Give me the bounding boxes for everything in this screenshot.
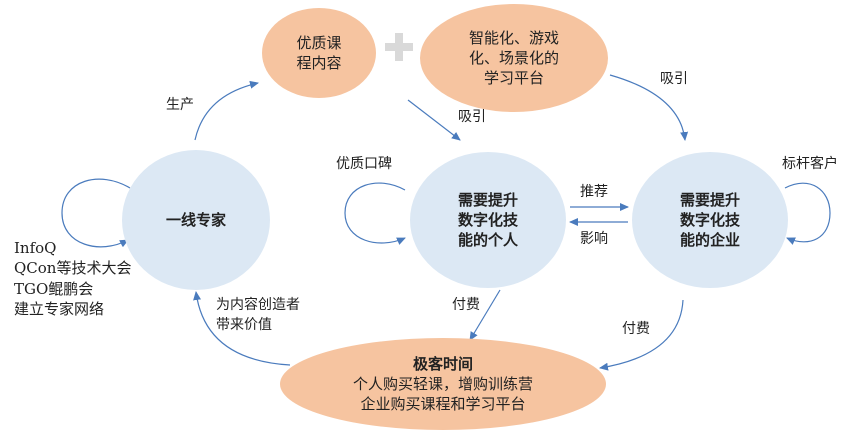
label-value: 为内容创造者 带来价值 (216, 297, 300, 333)
node-geek-time: 极客时间 个人购买轻课，增购训练营 企业购买课程和学习平台 (280, 338, 606, 430)
label-attract-right: 吸引 (660, 71, 688, 87)
label-events: InfoQ QCon等技术大会 TGO鲲鹏会 建立专家网络 (14, 239, 132, 318)
node-geek-time-title: 极客时间 (412, 354, 473, 373)
label-attract-left: 吸引 (458, 109, 486, 125)
label-pay-left: 付费 (452, 297, 480, 313)
arrow-value (193, 291, 291, 366)
node-platform-text: 智能化、游戏 化、场景化的 学习平台 (468, 28, 559, 88)
node-individual-text: 需要提升 数字化技 能的个人 (457, 190, 518, 250)
label-influence: 影响 (580, 231, 608, 247)
node-geek-time-line1: 个人购买轻课，增购训练营 (352, 374, 533, 393)
node-enterprise: 需要提升 数字化技 能的企业 (632, 152, 788, 288)
node-expert-text: 一线专家 (165, 210, 226, 229)
node-enterprise-text: 需要提升 数字化技 能的企业 (679, 190, 740, 250)
arrow-attract-enterprise (609, 74, 689, 141)
loop-enterprise (784, 182, 831, 245)
arrow-attract-individual (407, 99, 461, 141)
label-word-of-mouth: 优质口碑 (336, 156, 392, 172)
label-recommend: 推荐 (580, 184, 608, 200)
label-produce: 生产 (166, 97, 194, 113)
node-geek-time-line2: 企业购买课程和学习平台 (360, 395, 526, 414)
label-pay-right: 付费 (622, 321, 650, 337)
plus-icon (385, 33, 413, 61)
loop-expert (61, 178, 131, 248)
arrow-pay-individual (469, 289, 501, 341)
node-quality-content: 优质课 程内容 (262, 8, 376, 98)
arrow-produce (194, 80, 259, 141)
node-platform: 智能化、游戏 化、场景化的 学习平台 (420, 4, 608, 112)
arrow-pay-enterprise (599, 299, 684, 371)
node-individual: 需要提升 数字化技 能的个人 (410, 152, 566, 288)
label-benchmark-customer: 标杆客户 (782, 156, 838, 172)
loop-individual (344, 182, 406, 245)
node-expert: 一线专家 (122, 150, 270, 290)
node-quality-content-text: 优质课 程内容 (296, 33, 342, 72)
